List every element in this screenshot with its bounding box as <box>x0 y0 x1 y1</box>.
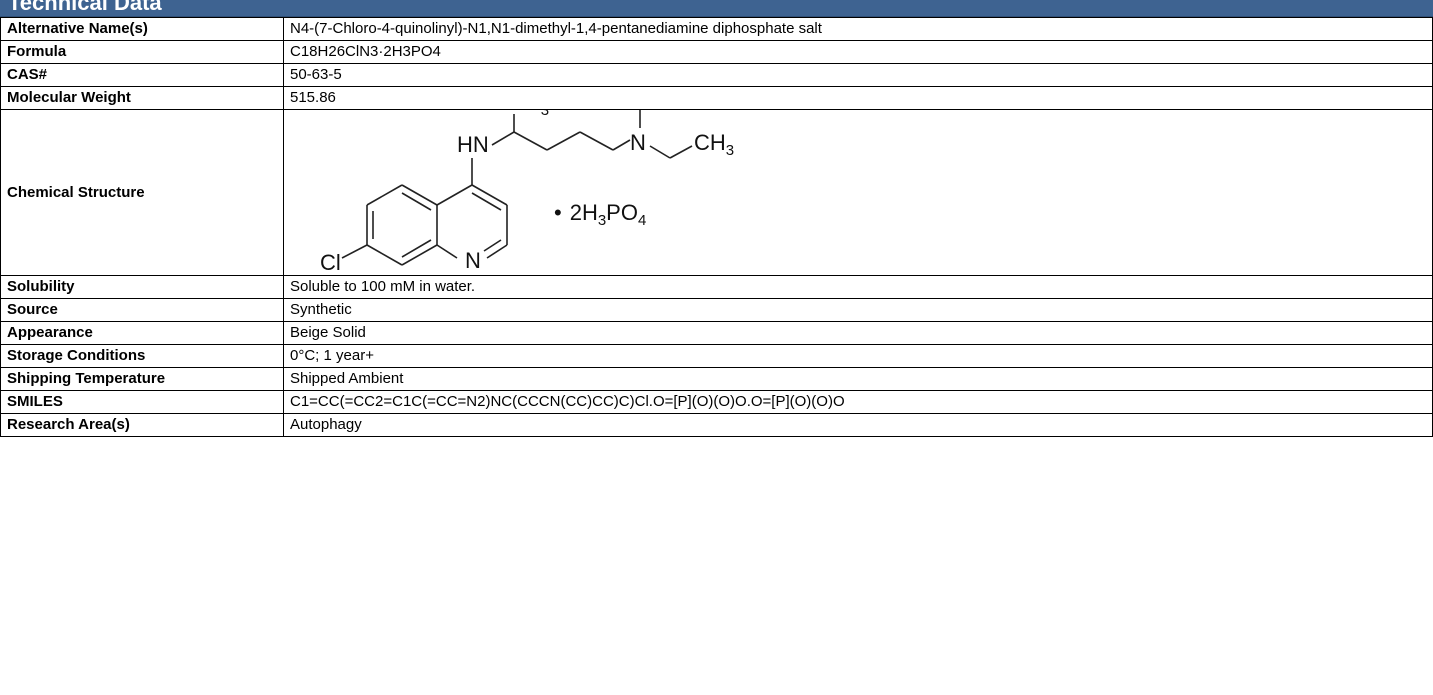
hn-label: HN <box>457 132 489 157</box>
table-row: CAS# 50-63-5 <box>0 63 1433 87</box>
row-value: N4-(7-Chloro-4-quinolinyl)-N1,N1-dimethy… <box>283 17 1433 41</box>
row-label: CAS# <box>0 63 284 87</box>
table-row: Alternative Name(s) N4-(7-Chloro-4-quino… <box>0 17 1433 41</box>
row-value: C1=CC(=CC2=C1C(=CC=N2)NC(CCCN(CC)CC)C)Cl… <box>283 390 1433 414</box>
table-row: Source Synthetic <box>0 298 1433 322</box>
row-value: 0°C; 1 year+ <box>283 344 1433 368</box>
table-row: SMILES C1=CC(=CC2=C1C(=CC=N2)NC(CCCN(CC)… <box>0 390 1433 414</box>
table-row: Molecular Weight 515.86 <box>0 86 1433 110</box>
chemical-structure-diagram: CH3 HN N CH3 CH3 N Cl •2H3PO4 <box>320 110 734 275</box>
structure-bonds <box>341 110 693 266</box>
cl-label: Cl <box>320 250 341 275</box>
ch3-methyl-label: CH3 <box>509 110 549 119</box>
row-value: C18H26ClN3·2H3PO4 <box>283 40 1433 64</box>
row-label: Appearance <box>0 321 284 345</box>
row-label: Storage Conditions <box>0 344 284 368</box>
table-row: Shipping Temperature Shipped Ambient <box>0 367 1433 391</box>
row-label: Source <box>0 298 284 322</box>
row-value: Beige Solid <box>283 321 1433 345</box>
row-value: Autophagy <box>283 413 1433 437</box>
table-row: Solubility Soluble to 100 mM in water. <box>0 275 1433 299</box>
row-value: Synthetic <box>283 298 1433 322</box>
chemical-structure-cell: CH3 HN N CH3 CH3 N Cl •2H3PO4 <box>283 109 1433 276</box>
table-row: Formula C18H26ClN3·2H3PO4 <box>0 40 1433 64</box>
row-label: Alternative Name(s) <box>0 17 284 41</box>
ch3-right-label: CH3 <box>694 130 734 159</box>
row-value: 50-63-5 <box>283 63 1433 87</box>
section-header: Technical Data <box>0 0 1433 17</box>
row-value: Shipped Ambient <box>283 367 1433 391</box>
n-ring-label: N <box>465 248 481 273</box>
row-label: Research Area(s) <box>0 413 284 437</box>
table-row-structure: Chemical Structure <box>0 109 1433 276</box>
table-row: Research Area(s) Autophagy <box>0 413 1433 437</box>
row-label: Molecular Weight <box>0 86 284 110</box>
row-label: Shipping Temperature <box>0 367 284 391</box>
technical-data-table: Alternative Name(s) N4-(7-Chloro-4-quino… <box>0 17 1433 437</box>
row-value: 515.86 <box>283 86 1433 110</box>
row-label: SMILES <box>0 390 284 414</box>
n-amine-label: N <box>630 130 646 155</box>
row-label: Chemical Structure <box>0 109 284 276</box>
row-value: Soluble to 100 mM in water. <box>283 275 1433 299</box>
table-row: Appearance Beige Solid <box>0 321 1433 345</box>
table-row: Storage Conditions 0°C; 1 year+ <box>0 344 1433 368</box>
row-label: Formula <box>0 40 284 64</box>
section-title: Technical Data <box>8 0 162 15</box>
row-label: Solubility <box>0 275 284 299</box>
salt-label: •2H3PO4 <box>554 200 646 229</box>
